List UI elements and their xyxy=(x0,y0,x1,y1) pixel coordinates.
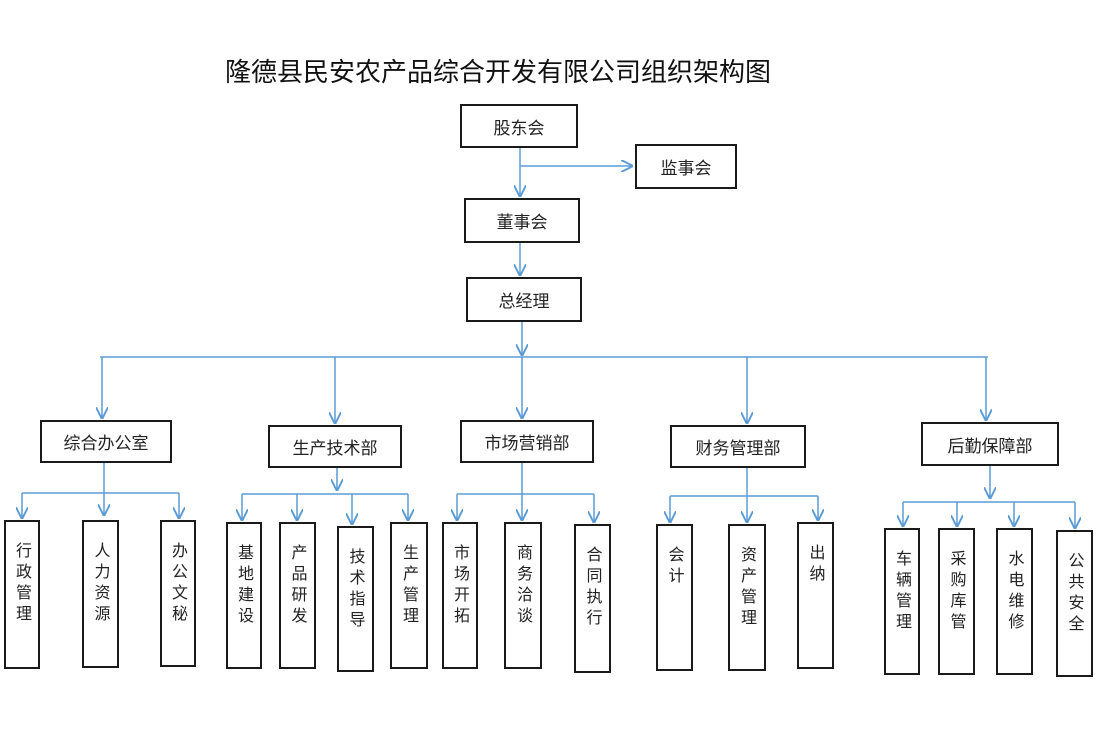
leaf-node: 产品研发 xyxy=(279,522,316,669)
leaf-node: 商务洽谈 xyxy=(504,522,542,669)
node-dept-production-tech: 生产技术部 xyxy=(268,425,402,468)
node-dept-logistics: 后勤保障部 xyxy=(921,422,1059,466)
leaf-node: 采购库管 xyxy=(938,528,975,675)
leaf-node: 公共安全 xyxy=(1056,530,1093,677)
leaf-node: 行政管理 xyxy=(4,520,40,669)
leaf-node: 生产管理 xyxy=(390,522,428,669)
leaf-label: 生产管理 xyxy=(400,544,419,628)
leaf-node: 资产管理 xyxy=(728,524,766,671)
leaf-label: 基地建设 xyxy=(235,544,254,628)
node-dept-finance: 财务管理部 xyxy=(670,425,806,468)
leaf-label: 公共安全 xyxy=(1065,552,1085,636)
leaf-node: 办公文秘 xyxy=(160,520,196,667)
leaf-label: 出纳 xyxy=(806,544,826,586)
leaf-node: 人力资源 xyxy=(82,520,119,668)
leaf-label: 人力资源 xyxy=(91,542,111,626)
node-board: 董事会 xyxy=(464,198,580,243)
leaf-node: 会计 xyxy=(656,524,693,671)
leaf-label: 资产管理 xyxy=(738,546,757,630)
leaf-label: 采购库管 xyxy=(947,550,967,634)
leaf-node: 市场开拓 xyxy=(442,522,478,669)
leaf-node: 水电维修 xyxy=(996,528,1033,675)
leaf-label: 车辆管理 xyxy=(893,550,912,634)
leaf-label: 产品研发 xyxy=(288,544,308,628)
leaf-node: 合同执行 xyxy=(574,524,611,673)
diagram-title: 隆德县民安农产品综合开发有限公司组织架构图 xyxy=(225,58,772,88)
leaf-node: 技术指导 xyxy=(337,526,374,672)
leaf-label: 市场开拓 xyxy=(451,544,470,628)
leaf-label: 会计 xyxy=(665,546,685,588)
leaf-label: 技术指导 xyxy=(346,548,366,632)
node-general-manager: 总经理 xyxy=(466,277,582,322)
node-shareholders: 股东会 xyxy=(460,104,578,148)
leaf-label: 水电维修 xyxy=(1005,550,1025,634)
leaf-label: 商务洽谈 xyxy=(514,544,533,628)
leaf-node: 基地建设 xyxy=(226,522,262,669)
leaf-label: 行政管理 xyxy=(13,542,32,626)
node-dept-general-office: 综合办公室 xyxy=(40,420,172,463)
leaf-node: 车辆管理 xyxy=(884,528,920,675)
leaf-label: 办公文秘 xyxy=(169,542,188,626)
leaf-node: 出纳 xyxy=(797,522,834,669)
leaf-label: 合同执行 xyxy=(583,546,603,630)
node-supervisors: 监事会 xyxy=(635,144,737,189)
node-dept-marketing: 市场营销部 xyxy=(460,420,594,463)
